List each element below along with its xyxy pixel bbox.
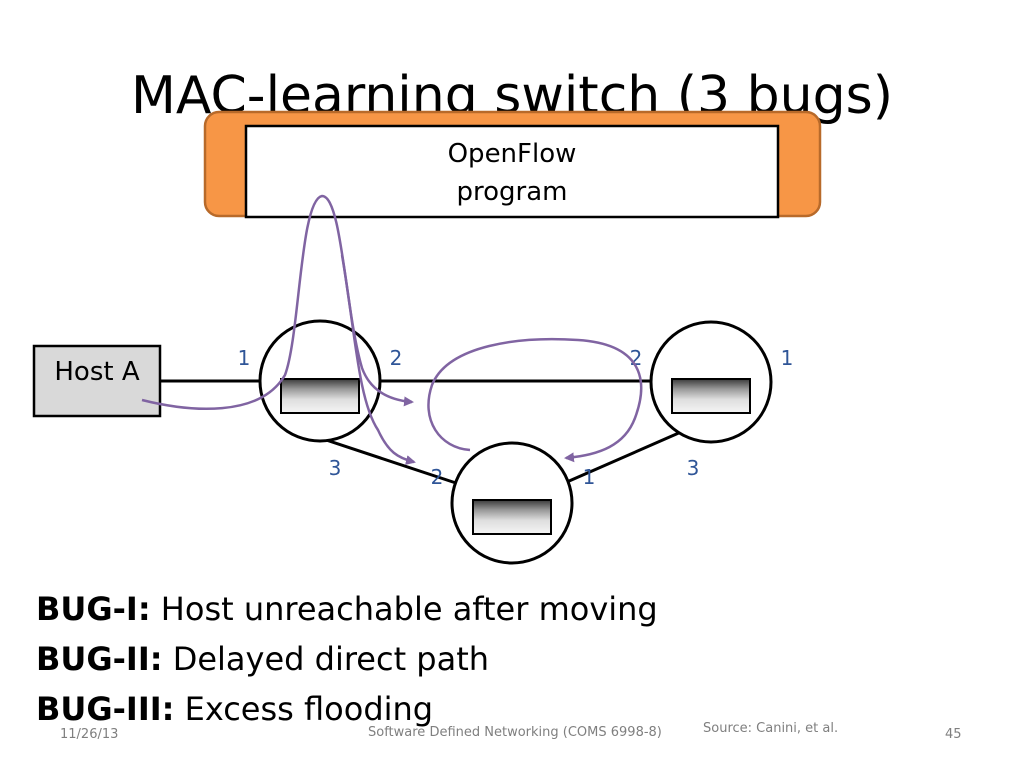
link-right-bottom-switch (559, 430, 682, 487)
controller-label-line1: OpenFlow (448, 139, 577, 169)
port-label: 2 (630, 346, 643, 370)
footer-date: 11/26/13 (60, 727, 119, 742)
packet-path-loop (427, 337, 643, 463)
bug-text: Excess flooding (174, 690, 434, 728)
openflow-program-box (244, 124, 780, 219)
bug-item: BUG-III: Excess flooding (36, 684, 658, 734)
bottom-switch-icon (472, 499, 552, 535)
packet-path-to-controller (141, 194, 414, 410)
footer-page-number: 45 (945, 727, 962, 742)
bug-text: Delayed direct path (162, 640, 490, 678)
port-label: 1 (238, 346, 251, 370)
bug-label: BUG-II: (36, 640, 163, 678)
port-label: 1 (583, 465, 596, 489)
footer-source: Source: Canini, et al. (703, 721, 839, 736)
port-label: 2 (431, 465, 444, 489)
controller-label-line2: program (457, 177, 568, 207)
bug-item: BUG-I: Host unreachable after moving (36, 584, 658, 634)
bug-label: BUG-I: (36, 590, 151, 628)
footer-course: Software Defined Networking (COMS 6998-8… (368, 725, 662, 740)
port-label: 2 (390, 346, 403, 370)
left-switch-icon (280, 378, 360, 414)
port-label: 3 (687, 456, 700, 480)
port-label: 1 (781, 346, 794, 370)
host-a-label: Host A (54, 357, 139, 387)
host-a-box (32, 344, 162, 418)
right-switch (649, 320, 773, 444)
right-switch-icon (671, 378, 751, 414)
bug-label: BUG-III: (36, 690, 175, 728)
bug-text: Host unreachable after moving (150, 590, 658, 628)
bug-item: BUG-II: Delayed direct path (36, 634, 658, 684)
packet-path-left-to-bottom (340, 254, 416, 465)
bottom-switch (450, 441, 574, 565)
bug-list: BUG-I: Host unreachable after moving BUG… (36, 584, 658, 734)
port-label: 3 (329, 456, 342, 480)
